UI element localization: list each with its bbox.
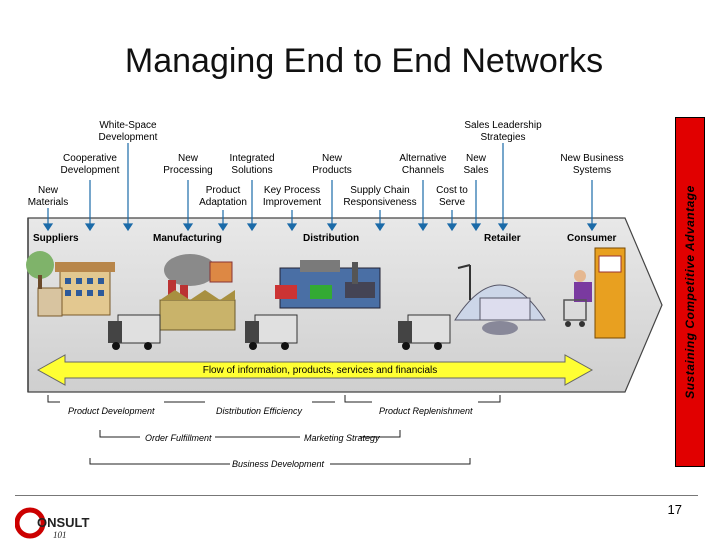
label-new-materials: New Materials <box>27 185 69 208</box>
label-distribution-efficiency: Distribution Efficiency <box>216 406 303 416</box>
page-number: 17 <box>667 502 682 517</box>
flow-arrow <box>36 354 594 386</box>
stage-manufacturing: Manufacturing <box>153 233 222 244</box>
label-product-development: Product Development <box>68 406 155 416</box>
label-marketing-strategy: Marketing Strategy <box>304 433 380 443</box>
stage-distribution: Distribution <box>303 233 360 244</box>
manufacturing-illustration <box>159 254 236 331</box>
label-new-products: New Products <box>312 153 352 176</box>
sidebar-label: Sustaining Competitive Advantage <box>683 185 697 399</box>
label-new-business-systems: New Business Systems <box>560 153 624 176</box>
pointer-arrows <box>42 143 598 232</box>
logo-text: ONSULT <box>37 515 90 530</box>
consult-logo: ONSULT 101 <box>14 505 105 541</box>
truck-icons <box>108 314 451 350</box>
bottom-brackets <box>47 395 501 465</box>
suppliers-illustration <box>26 251 115 317</box>
flow-label: Flow of information, products, services … <box>202 365 438 376</box>
label-order-fulfillment: Order Fulfillment <box>145 433 212 443</box>
stage-consumer: Consumer <box>567 233 617 244</box>
label-product-replenishment: Product Replenishment <box>379 406 473 416</box>
label-sales-leadership-strategies: Sales Leadership Strategies <box>464 120 542 143</box>
retailer-illustration <box>454 264 546 335</box>
label-product-adaptation: Product Adaptation <box>199 185 247 208</box>
logo-icon: ONSULT 101 <box>14 507 90 540</box>
logo-sub: 101 <box>53 530 67 540</box>
label-key-process-improvement: Key Process Improvement <box>262 185 322 208</box>
label-business-development: Business Development <box>232 459 325 469</box>
label-supply-chain-responsiveness: Supply Chain Responsiveness <box>343 185 417 208</box>
sustaining-advantage-bar: Sustaining Competitive Advantage <box>675 117 705 467</box>
label-new-sales: New Sales <box>463 153 489 176</box>
label-alternative-channels: Alternative Channels <box>399 153 447 176</box>
page-title: Managing End to End Networks <box>124 42 604 80</box>
label-cooperative-development: Cooperative Development <box>60 153 120 176</box>
distribution-illustration <box>275 260 381 309</box>
stage-suppliers: Suppliers <box>33 233 79 244</box>
label-new-processing: New Processing <box>163 153 213 176</box>
consumer-illustration <box>563 247 626 339</box>
label-integrated-solutions: Integrated Solutions <box>229 153 275 176</box>
stage-retailer: Retailer <box>484 233 521 244</box>
label-cost-to-serve: Cost to Serve <box>436 185 468 208</box>
label-white-space-development: White-Space Development <box>98 120 158 143</box>
footer-divider <box>15 495 698 496</box>
